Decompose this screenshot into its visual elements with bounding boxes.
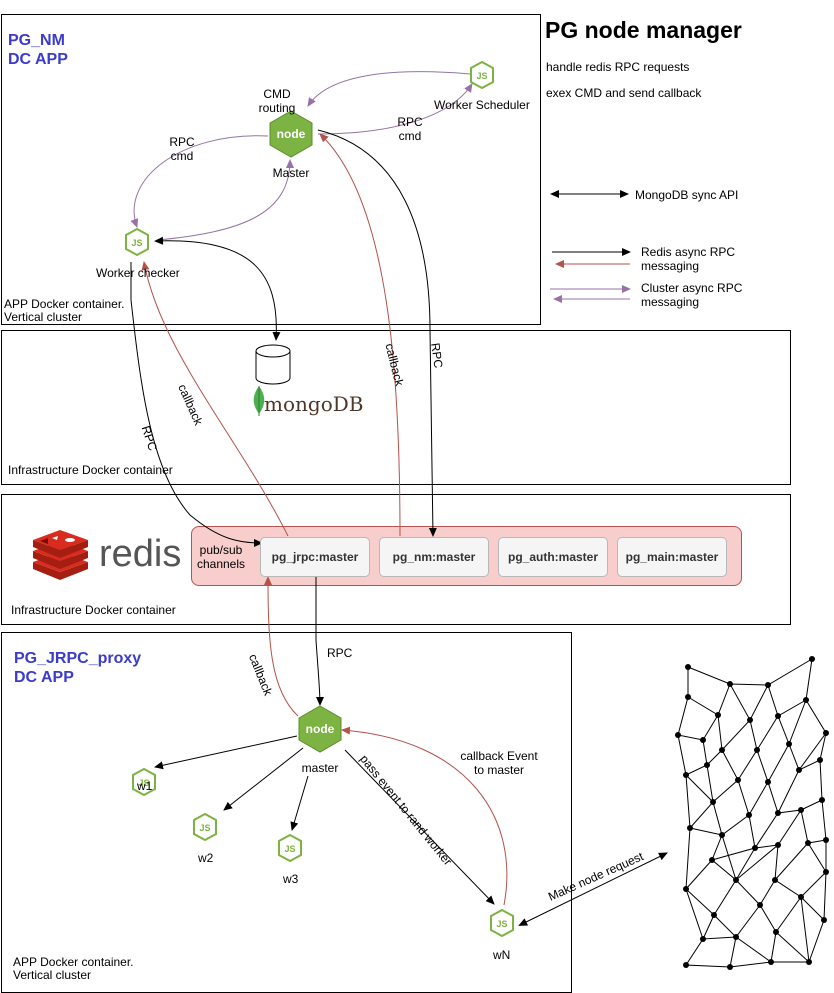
redis-logo-icon bbox=[33, 530, 88, 580]
page-title: PG node manager bbox=[545, 17, 742, 43]
worker-checker-label: Worker checker bbox=[96, 266, 180, 280]
edge-checker-to-master bbox=[157, 159, 294, 241]
cmd-routing-line1: CMD bbox=[263, 87, 291, 101]
cmd-routing-line2: routing bbox=[258, 101, 296, 115]
w1-js-icon: JS bbox=[132, 768, 156, 796]
callback-event-line1: callback Event bbox=[460, 749, 538, 763]
edge-master-wn bbox=[344, 749, 495, 905]
legend-redis-line1: Redis async RPC bbox=[641, 245, 736, 259]
svg-text:JS: JS bbox=[476, 71, 487, 81]
node-mesh-graphic bbox=[677, 658, 827, 968]
node-logo-text: node bbox=[306, 722, 335, 736]
w2-js-icon: JS bbox=[193, 813, 217, 841]
proxy-master-label: master bbox=[301, 761, 339, 775]
legend-redis-line2: messaging bbox=[641, 259, 700, 273]
proxy-master-node-icon: node bbox=[298, 705, 342, 753]
redis-logo-text: redis bbox=[99, 533, 182, 575]
edge-master-to-checker bbox=[130, 135, 269, 228]
legend-cluster-line2: messaging bbox=[641, 295, 700, 309]
svg-text:JS: JS bbox=[199, 823, 210, 833]
pg-nm-container-line2: Vertical cluster bbox=[4, 310, 83, 324]
pg-nm-master-node-icon: node bbox=[269, 110, 313, 158]
note-line-1: handle redis RPC requests bbox=[546, 60, 690, 74]
proxy-title-line1: PG_JRPC_proxy bbox=[14, 650, 142, 667]
edge-master-w3 bbox=[290, 775, 309, 831]
wn-js-icon: JS bbox=[490, 909, 514, 937]
pg-nm-title-line2: DC APP bbox=[8, 51, 68, 68]
rpc-proxy-label: RPC bbox=[327, 646, 353, 660]
infra-redis-container bbox=[1, 494, 791, 625]
svg-text:JS: JS bbox=[131, 238, 142, 248]
edge-master-w2 bbox=[223, 747, 304, 811]
worker-scheduler-label: Worker Scheduler bbox=[434, 98, 530, 112]
w1-label: w1 bbox=[137, 779, 153, 793]
wn-label: wN bbox=[493, 948, 511, 962]
legend-mongodb-label: MongoDB sync API bbox=[635, 188, 739, 202]
node-logo-text: node bbox=[277, 127, 306, 141]
edge-rpc-to-pgnm bbox=[317, 129, 437, 537]
pg-nm-title-line1: PG_NM bbox=[8, 32, 65, 49]
note-line-2: exex CMD and send callback bbox=[546, 86, 702, 100]
edge-callback-to-master bbox=[319, 133, 401, 537]
rpc-cmd-left-line1: RPC bbox=[169, 135, 195, 149]
edge-checker-mongodb bbox=[154, 236, 281, 341]
proxy-container-line2: Vertical cluster bbox=[13, 968, 92, 982]
edge-rpc-to-proxy bbox=[315, 576, 324, 706]
legend-cluster-line1: Cluster async RPC bbox=[641, 281, 743, 295]
channel-pg-jrpc-master[interactable]: pg_jrpc:master bbox=[260, 537, 370, 577]
svg-text:JS: JS bbox=[284, 844, 295, 854]
edge-callback-event bbox=[341, 726, 508, 906]
worker-checker-js-icon: JS bbox=[125, 228, 149, 256]
w3-label: w3 bbox=[283, 872, 299, 886]
infra-mongo-container bbox=[1, 330, 791, 485]
node-mesh-dots bbox=[675, 656, 829, 970]
edge-checker-rpc bbox=[130, 262, 263, 547]
rpc-cmd-left-line2: cmd bbox=[170, 149, 194, 163]
channel-pg-auth-master[interactable]: pg_auth:master bbox=[498, 537, 608, 577]
callback-event-line2: to master bbox=[473, 763, 524, 777]
channel-pg-nm-master[interactable]: pg_nm:master bbox=[379, 537, 489, 577]
rpc-cmd-right-line2: cmd bbox=[398, 129, 422, 143]
w3-js-icon: JS bbox=[278, 834, 302, 862]
pg-nm-container-line1: APP Docker container. bbox=[4, 297, 125, 311]
edge-master-to-scheduler bbox=[317, 83, 473, 135]
w2-label: w2 bbox=[198, 851, 214, 865]
pubsub-line2: channels bbox=[196, 557, 246, 571]
svg-text:JS: JS bbox=[138, 778, 149, 788]
edge-master-w1 bbox=[154, 735, 298, 770]
worker-scheduler-js-icon: JS bbox=[470, 61, 494, 89]
pubsub-line1: pub/sub bbox=[199, 543, 243, 557]
channel-pg-main-master[interactable]: pg_main:master bbox=[617, 537, 727, 577]
mongodb-logo-text: mongoDB bbox=[264, 392, 364, 416]
proxy-container-line1: APP Docker container. bbox=[13, 955, 134, 969]
mongodb-database-icon bbox=[255, 344, 291, 385]
proxy-title-line2: DC APP bbox=[14, 669, 74, 686]
edge-callback-to-checker bbox=[141, 261, 289, 537]
pg-nm-master-label: Master bbox=[272, 166, 310, 180]
infra-redis-container-label: Infrastructure Docker container bbox=[11, 603, 176, 617]
edge-callback-to-jrpc bbox=[264, 576, 299, 717]
infra-mongo-container-label: Infrastructure Docker container bbox=[8, 463, 173, 477]
edge-make-node-request bbox=[518, 852, 668, 926]
rpc-cmd-right-line1: RPC bbox=[397, 115, 423, 129]
svg-text:JS: JS bbox=[496, 919, 507, 929]
edge-scheduler-to-master bbox=[307, 71, 471, 107]
